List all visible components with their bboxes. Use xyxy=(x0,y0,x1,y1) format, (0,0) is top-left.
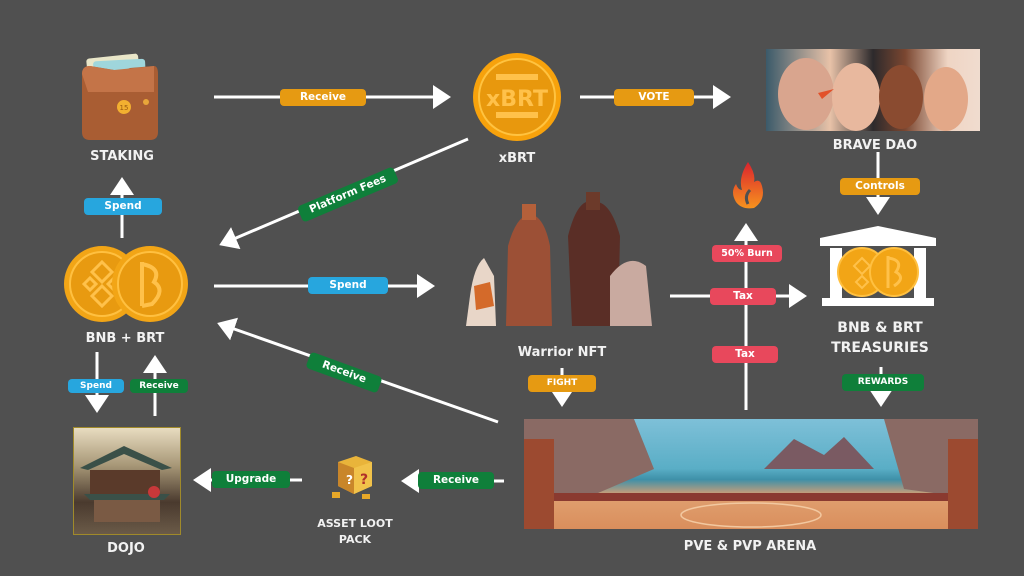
treasuries-label-line2: TREASURIES xyxy=(831,340,929,356)
svg-text:?: ? xyxy=(346,473,353,487)
xbrt-coin-text: xBRT xyxy=(486,87,548,112)
bnb-brt-label: BNB + BRT xyxy=(85,331,165,346)
wallet-icon: 15 xyxy=(80,52,160,142)
edge-label-vote: VOTE xyxy=(614,89,694,106)
treasuries-label-line1: BNB & BRT xyxy=(837,320,923,336)
bnb-brt-coins-icon xyxy=(62,244,190,324)
brave-dao-image xyxy=(766,49,980,131)
edge-label-tax-horizontal: Tax xyxy=(710,288,776,305)
xbrt-coin-icon: xBRT xyxy=(472,52,562,142)
edge-label-receive-loot: Receive xyxy=(418,472,494,489)
edge-label-upgrade: Upgrade xyxy=(212,471,290,488)
brave-dao-label: BRAVE DAO xyxy=(832,138,918,153)
svg-text:?: ? xyxy=(360,472,368,488)
edge-label-spend-warrior: Spend xyxy=(308,277,388,294)
warrior-nft-image xyxy=(460,186,660,336)
arena-image xyxy=(524,419,978,529)
treasuries-label: BNB & BRT TREASURIES xyxy=(818,318,942,358)
loot-pack-label: ASSET LOOT PACK xyxy=(300,516,410,548)
edge-label-receive-dojo: Receive xyxy=(130,379,188,393)
loot-pack-label-line2: PACK xyxy=(338,533,372,546)
dojo-label: DOJO xyxy=(107,541,145,556)
edge-label-tax-vertical: Tax xyxy=(712,346,778,363)
loot-pack-label-line1: ASSET LOOT xyxy=(317,517,393,530)
warrior-nft-label: Warrior NFT xyxy=(517,345,607,360)
edge-label-receive-xbrt: Receive xyxy=(280,89,366,106)
arena-label: PVE & PVP ARENA xyxy=(683,539,817,554)
dojo-image xyxy=(73,427,181,535)
edge-label-controls: Controls xyxy=(840,178,920,195)
wallet-coin-text: 15 xyxy=(120,104,129,112)
flame-icon xyxy=(728,160,768,210)
xbrt-label: xBRT xyxy=(498,151,536,166)
edge-label-spend-staking: Spend xyxy=(84,198,162,215)
loot-box-icon: ? ? xyxy=(328,452,378,502)
edge-label-burn: 50% Burn xyxy=(712,245,782,262)
edge-label-spend-dojo: Spend xyxy=(68,379,124,393)
edge-label-rewards: REWARDS xyxy=(842,374,924,391)
treasury-building-icon xyxy=(818,222,938,308)
edge-label-fight: FIGHT xyxy=(528,375,596,392)
staking-label: STAKING xyxy=(90,149,154,164)
